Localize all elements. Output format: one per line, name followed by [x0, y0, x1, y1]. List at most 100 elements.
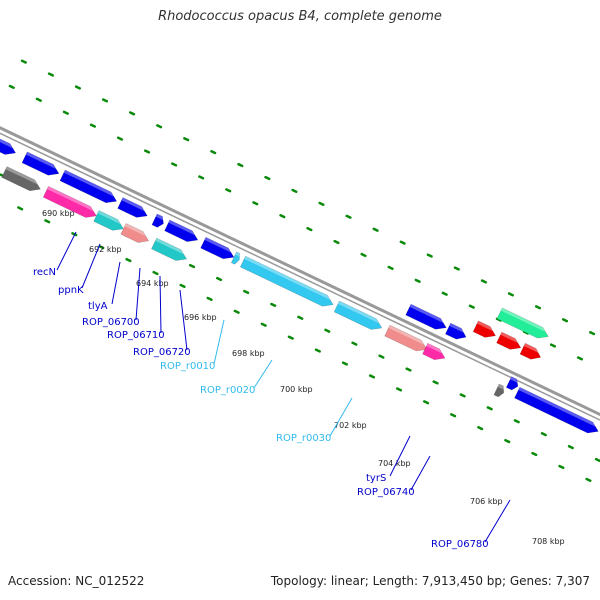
grid-dot [47, 72, 54, 77]
grid-dot [540, 432, 547, 437]
feature-shape [496, 307, 549, 339]
feature-highlight [338, 300, 380, 324]
feature-shape [117, 197, 148, 218]
grid-dot [179, 283, 186, 289]
grid-dot [395, 387, 403, 392]
gene-label: ROP_r0010 [160, 361, 215, 372]
feature-shape [405, 303, 447, 330]
feature-highlight [449, 323, 464, 333]
grid-dot [8, 84, 15, 89]
feature-highlight [25, 151, 57, 170]
feature-shape [93, 210, 124, 231]
grid-dot [594, 457, 600, 463]
grid-dot [480, 279, 487, 284]
grid-dot [129, 111, 136, 116]
grid-dot [98, 245, 105, 250]
grid-dot [423, 400, 430, 405]
gene-box [1, 166, 41, 191]
feature-highlight [0, 135, 13, 149]
grid-dot [324, 328, 331, 333]
scale-tick-label: 708 kbp [532, 537, 565, 546]
grid-dot [20, 59, 27, 64]
grid-dot [387, 265, 394, 270]
feature-shape [200, 236, 235, 260]
grid-dot [360, 252, 367, 258]
grid-dot [507, 292, 514, 297]
gene-leader-line [111, 261, 121, 305]
feature-shape [519, 342, 542, 360]
grid-dot [306, 226, 313, 232]
grid-dot [399, 240, 406, 245]
feature-shape [151, 213, 164, 228]
gene-leader-line [81, 243, 101, 289]
gene-box [384, 324, 428, 352]
gene-leader-line [135, 267, 141, 321]
gene-box [42, 186, 97, 218]
feature-shape [0, 135, 17, 155]
gene-box [422, 342, 446, 361]
feature-highlight [121, 197, 145, 212]
grid-dot [513, 419, 520, 424]
grid-dot [264, 175, 271, 181]
gene-box [493, 383, 504, 398]
feature-shape [120, 223, 150, 243]
gene-leader-line [56, 231, 77, 271]
grid-dot [156, 124, 163, 129]
red-arrow [472, 320, 496, 338]
cds-arrow [514, 386, 599, 434]
feature-shape [239, 255, 334, 307]
scale-tick-label: 690 kbp [42, 209, 75, 218]
grid-dot [351, 341, 358, 346]
grid-dot [432, 380, 439, 385]
grid-dot [567, 444, 574, 450]
feature-shape [230, 251, 240, 265]
grid-dot [450, 413, 457, 418]
gene-leader-line [484, 499, 511, 543]
feature-highlight [47, 186, 94, 212]
feature-shape [496, 331, 522, 350]
feature-shape [21, 151, 60, 176]
gene-label: ppnK [58, 285, 84, 296]
red-arrow [519, 342, 542, 360]
grid-dot [287, 335, 294, 340]
gene-box [151, 237, 187, 261]
scale-tick-label: 694 kbp [136, 279, 169, 288]
cds-arrow [164, 219, 199, 242]
grid-dot [44, 219, 51, 224]
genome-summary: Topology: linear; Length: 7,913,450 bp; … [270, 574, 590, 588]
gene-leader-line [179, 289, 188, 351]
scale-tick-label: 692 kbp [89, 245, 122, 254]
grid-dot [183, 137, 190, 142]
grid-dot [378, 354, 385, 359]
grid-dot [576, 356, 584, 361]
gene-box [120, 223, 150, 243]
cds-arrow [200, 236, 235, 260]
grid-dot [534, 305, 542, 310]
scale-tick-label: 706 kbp [470, 497, 503, 506]
feature-highlight [476, 320, 493, 332]
grid-dot [188, 263, 196, 269]
grid-dot [89, 123, 96, 128]
grid-dot [216, 276, 223, 282]
gene-label: tyrS [366, 473, 386, 484]
grid-dot [486, 406, 493, 411]
cds-arrow [59, 169, 118, 204]
grid-dot [62, 110, 69, 115]
feature-highlight [235, 251, 240, 257]
cds-arrow [151, 213, 164, 228]
feature-highlight [426, 343, 443, 354]
gene-leader-line [410, 455, 431, 491]
feature-highlight [204, 237, 232, 253]
grid-dot [297, 315, 304, 320]
feature-shape [422, 342, 446, 361]
grid-dot [17, 206, 24, 211]
gene-label: ROP_06740 [357, 487, 415, 498]
feature-shape [505, 376, 519, 391]
grid-dot [116, 136, 124, 141]
gene-leader-line [253, 359, 273, 389]
grid-dot [333, 239, 340, 245]
feature-highlight [388, 325, 425, 345]
map-title: Rhodococcus opacus B4, complete genome [158, 9, 442, 24]
feature-highlight [97, 210, 121, 225]
grid-dot [74, 85, 81, 90]
